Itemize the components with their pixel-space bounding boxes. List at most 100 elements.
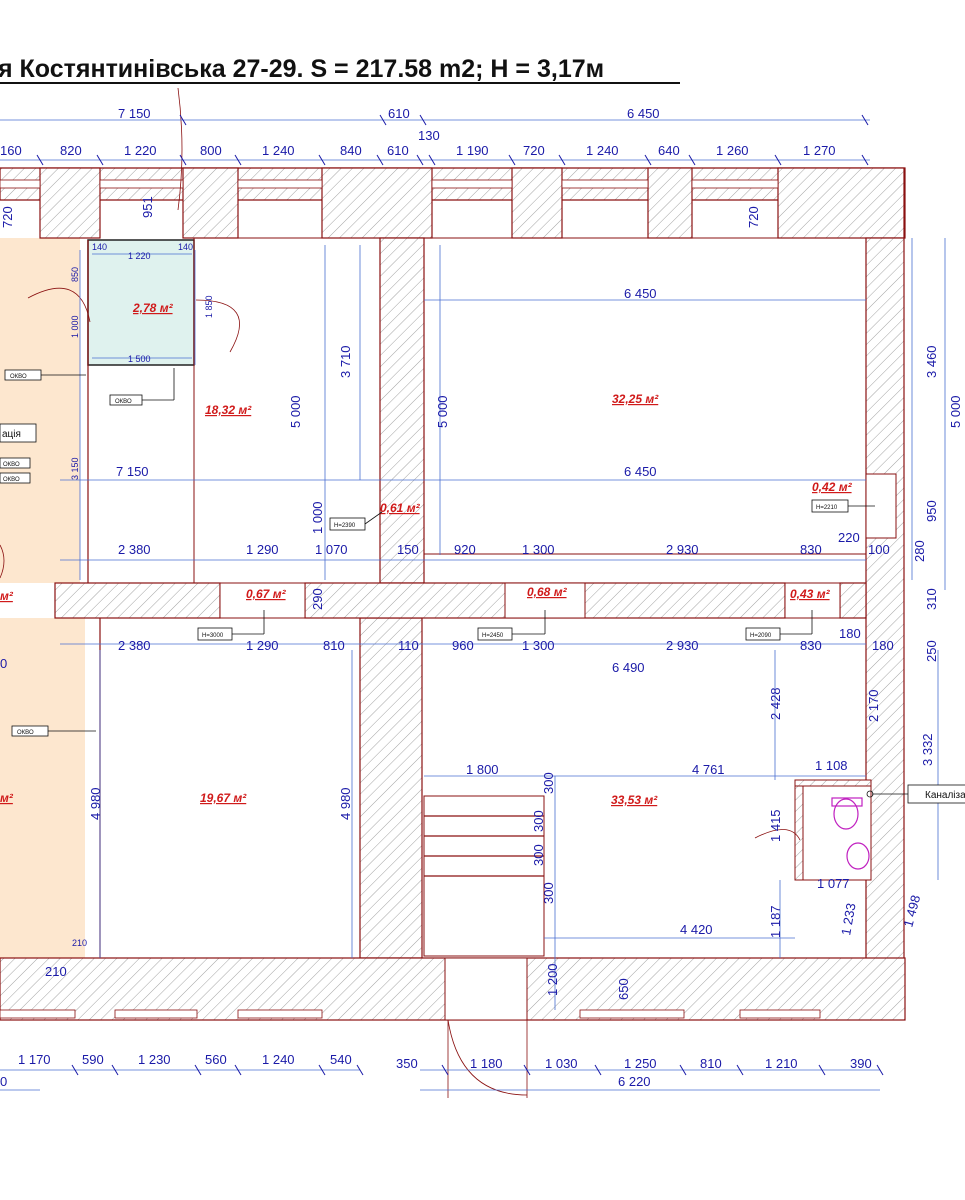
dim-low-18: 210 (72, 938, 87, 948)
svg-text:ОКВО: ОКВО (17, 730, 34, 736)
dim-bot-2: 1 230 (138, 1052, 171, 1067)
dim-low-8: 300 (541, 772, 556, 794)
dim-top2-0: 160 (0, 143, 22, 158)
area-room-3353: 33,53 м² (611, 793, 658, 807)
door-bottom (447, 1019, 528, 1096)
dim-low-5: 1 800 (466, 762, 499, 777)
dim-mid2-7: 830 (800, 638, 822, 653)
dim-top2-13: 1 270 (803, 143, 836, 158)
dim-b-2: 5 000 (435, 395, 450, 428)
wc-room (794, 779, 872, 881)
dim-low-12: 1 415 (768, 809, 783, 842)
dim-top2-2: 1 220 (124, 143, 157, 158)
dim-a-7: 1 850 (204, 295, 214, 318)
tag-h2390: H=2390 (329, 511, 383, 531)
stairs (423, 795, 545, 957)
svg-text:H=3000: H=3000 (202, 633, 224, 639)
area-room-3225: 32,25 м² (612, 392, 659, 406)
area-left-top: м² (0, 589, 14, 603)
dim-top2-4: 1 240 (262, 143, 295, 158)
dim-b-4: 3 460 (924, 345, 939, 378)
dim-top2-6: 610 (387, 143, 409, 158)
dim-a-10: 5 000 (288, 395, 303, 428)
dim-low-15: 1 233 (838, 902, 858, 937)
top-wall (0, 167, 906, 239)
dim-a-1: 951 (140, 196, 155, 218)
dim-bot-0: 1 170 (18, 1052, 51, 1067)
dim-bot-8: 1 030 (545, 1056, 578, 1071)
dim-top2-3: 800 (200, 143, 222, 158)
area-room-1967: 19,67 м² (200, 791, 247, 805)
dim-top2-1: 820 (60, 143, 82, 158)
dim-top2-12: 1 260 (716, 143, 749, 158)
dim-bot-11: 1 210 (765, 1056, 798, 1071)
dim-mid2-1: 1 290 (246, 638, 279, 653)
dim-mid-6: 1 300 (522, 542, 555, 557)
ventilation-label: ація (0, 423, 37, 443)
dim-bot-13: 0 (0, 1074, 7, 1089)
dim-a-12: 7 150 (116, 464, 149, 479)
door-top (177, 87, 183, 211)
door-small-right (195, 299, 240, 353)
dim-bot-14: 6 220 (618, 1074, 651, 1089)
svg-text:H=2210: H=2210 (816, 505, 838, 511)
svg-text:Каналіза: Каналіза (925, 790, 965, 801)
dim-a-0: 720 (0, 206, 15, 228)
tag-h3000: H=3000 (197, 610, 265, 641)
dim-mid-7: 2 930 (666, 542, 699, 557)
tag-left-3: ОКВО (0, 457, 31, 469)
dim-a-4: 140 (178, 242, 193, 252)
dim-a-5: 850 (70, 267, 80, 282)
dim-mid-8: 830 (800, 542, 822, 557)
dim-mid2-0: 2 380 (118, 638, 151, 653)
dim-low-11: 300 (541, 882, 556, 904)
dim-bot-12: 390 (850, 1056, 872, 1071)
dim-low-2: 2 428 (768, 687, 783, 720)
dim-mid-1: 1 290 (246, 542, 279, 557)
dim-low-17: 4 420 (680, 922, 713, 937)
dim-mid-4: 150 (397, 542, 419, 557)
dim-mid-0: 2 380 (118, 542, 151, 557)
dim-top2-9: 720 (523, 143, 545, 158)
door-left (0, 544, 5, 579)
area-left-bottom: м² (0, 791, 14, 805)
dim-top2-7: 130 (418, 128, 440, 143)
left-corridor-highlight (0, 238, 80, 583)
dim-low-19: 210 (45, 964, 67, 979)
dim-bot-1: 590 (82, 1052, 104, 1067)
dim-mid2-9: 180 (872, 638, 894, 653)
dimension-ticks (36, 114, 884, 1076)
tag-h2210: H=2210 (811, 499, 875, 513)
svg-text:ОКВО: ОКВО (3, 477, 20, 483)
svg-text:ація: ація (2, 429, 21, 440)
dim-bot-5: 540 (330, 1052, 352, 1067)
dim-low-10: 300 (531, 844, 546, 866)
plan-title: я Костянтинівська 27-29. S = 217.58 m2; … (0, 55, 604, 83)
dim-mid2-8: 180 (839, 626, 861, 641)
tag-left-2: ОКВО (109, 368, 175, 406)
dim-bot-7: 1 180 (470, 1056, 503, 1071)
dim-a-9: 3 150 (70, 457, 80, 480)
tag-left-5: ОКВО (11, 725, 96, 737)
dim-top2-8: 1 190 (456, 143, 489, 158)
dim-low-1: 4 980 (338, 787, 353, 820)
area-room-068: 0,68 м² (527, 585, 568, 599)
svg-text:ОКВО: ОКВО (10, 374, 27, 380)
dim-a-6: 1 000 (70, 315, 80, 338)
dim-bot-6: 350 (396, 1056, 418, 1071)
area-room-061: 0,61 м² (380, 501, 421, 515)
dim-low-21: 650 (616, 978, 631, 1000)
dim-mid2-3: 110 (398, 638, 419, 653)
sewer-label: Каналіза (866, 784, 965, 804)
dim-mid2-4: 960 (452, 638, 474, 653)
svg-text:H=2390: H=2390 (334, 523, 356, 529)
dim-bot-3: 560 (205, 1052, 227, 1067)
dim-bot-4: 1 240 (262, 1052, 295, 1067)
dim-a-8: 1 500 (128, 354, 151, 364)
dim-a-2: 140 (92, 242, 107, 252)
dim-mid-9: 100 (868, 542, 890, 557)
dim-bot-9: 1 250 (624, 1056, 657, 1071)
dim-low-7: 1 108 (815, 758, 848, 773)
dim-mid2-10: 250 (924, 640, 939, 662)
